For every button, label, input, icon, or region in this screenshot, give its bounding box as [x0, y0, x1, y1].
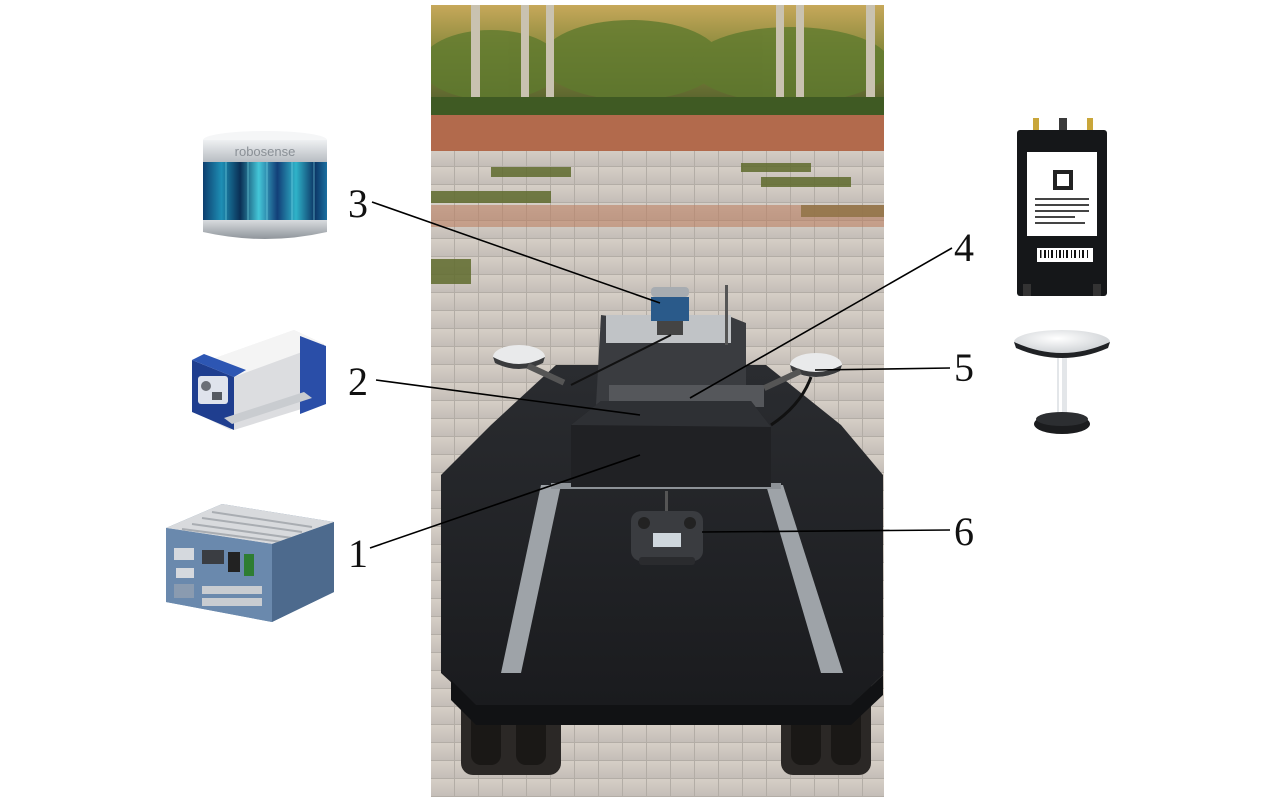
lidar-brand-text: robosense [235, 144, 296, 159]
callout-2: 2 [348, 359, 368, 404]
gnss-antenna-icon [1012, 328, 1112, 442]
router-icon [1013, 118, 1111, 300]
callout-3: 3 [348, 181, 368, 226]
callout-4: 4 [954, 225, 974, 270]
callout-1: 1 [348, 531, 368, 576]
robot-platform-photo [431, 5, 884, 797]
callout-6: 6 [954, 509, 974, 554]
industrial-pc-icon [162, 498, 338, 626]
gnss-receiver-icon [184, 322, 330, 432]
lidar-icon: robosense [196, 128, 334, 246]
callout-5: 5 [954, 345, 974, 390]
